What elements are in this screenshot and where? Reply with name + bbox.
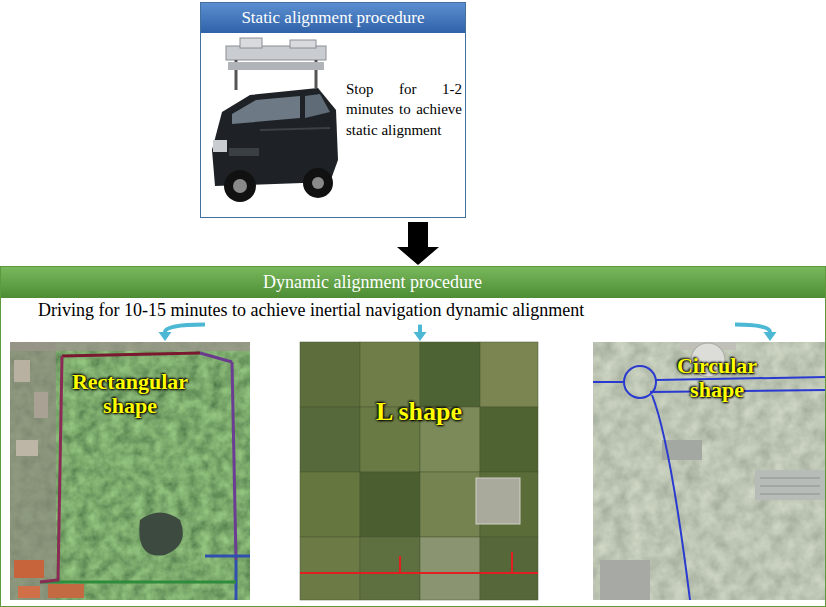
- panel-heading: Dynamic alignment procedure: [1, 267, 825, 298]
- vehicle-photo: [212, 38, 338, 202]
- rectangle-route-map-part: [10, 342, 56, 600]
- panel-heading: Static alignment procedure: [201, 3, 465, 33]
- rectangle-route-map-part: [139, 513, 183, 556]
- l-route-map-part: [420, 472, 480, 537]
- vehicle-photo-part: [305, 94, 330, 118]
- circle-route-map-part: [624, 366, 656, 398]
- procedure-panel: Static alignment procedureStop for 1-2 m…: [200, 2, 466, 218]
- block-arrow: [397, 222, 439, 265]
- vehicle-photo-part: [232, 96, 300, 124]
- rectangle-route-map-part: [18, 586, 40, 598]
- connector: [414, 325, 427, 341]
- rectangle-route-map-part: [14, 560, 44, 578]
- circle-route-map-part: [593, 342, 826, 600]
- l-route-map-part: [480, 407, 538, 472]
- l-route-map-part: [480, 537, 538, 600]
- map-image: Circular shape: [593, 342, 825, 600]
- connector: [397, 222, 439, 265]
- panel-description: Driving for 10-15 minutes to achieve ine…: [38, 300, 584, 322]
- l-route-map-part: [300, 407, 360, 472]
- l-route-map-part: [300, 537, 360, 600]
- rectangle-route-map-part: [10, 342, 250, 351]
- rectangle-route-map: [10, 342, 250, 600]
- l-route-map: [300, 342, 538, 600]
- connector: [159, 325, 206, 341]
- vehicle-photo-part: [303, 168, 333, 198]
- vehicle-photo-part: [240, 38, 262, 48]
- l-route-map-part: [300, 342, 360, 407]
- curved-arrow-line: [735, 325, 770, 332]
- vehicle-photo-part: [224, 170, 256, 202]
- circle-route-map-part: [652, 395, 690, 600]
- l-route-map-part: [360, 472, 420, 537]
- circle-route-map: [593, 342, 826, 600]
- map-label: Rectangular shape: [55, 370, 205, 418]
- l-route-map-part: [300, 472, 360, 537]
- vehicle-photo-part: [229, 148, 259, 156]
- rectangle-route-map-part: [205, 556, 250, 600]
- map-image: L shape: [300, 342, 538, 600]
- curved-arrow-line: [165, 325, 205, 332]
- rectangle-route-map-part: [10, 342, 250, 600]
- arrow-head: [764, 332, 777, 341]
- circle-route-map-part: [760, 478, 820, 494]
- rectangle-route-map-part: [34, 392, 48, 418]
- l-route-map-part: [476, 478, 520, 524]
- map-image: Rectangular shape: [10, 342, 250, 600]
- rectangle-route-map-part: [48, 584, 84, 598]
- l-route-map-part: [300, 552, 538, 573]
- vehicle-photo-part: [228, 62, 324, 70]
- vehicle-photo-part: [312, 177, 324, 189]
- circle-route-map-part: [600, 560, 650, 600]
- rectangle-route-map-part: [14, 360, 30, 382]
- vehicle-photo-part: [260, 128, 330, 130]
- l-route-map-part: [360, 537, 420, 600]
- panel-description: Stop for 1-2 minutes to achieve static a…: [346, 79, 462, 140]
- l-route-map-part: [420, 537, 480, 600]
- rectangle-route-map-part: [62, 353, 200, 356]
- rectangle-route-map-part: [40, 356, 62, 582]
- vehicle-photo-part: [213, 140, 227, 152]
- rectangle-route-map-part: [232, 362, 236, 560]
- curved-arrow-line: [418, 325, 422, 332]
- vehicle-photo-part: [233, 179, 247, 193]
- vehicle-photo-part: [290, 40, 316, 48]
- l-route-map-part: [480, 342, 538, 407]
- rectangle-route-map-part: [16, 440, 38, 456]
- rectangle-route-map-part: [40, 581, 236, 584]
- map-label: Circular shape: [661, 354, 773, 402]
- arrow-head: [159, 332, 172, 341]
- procedure-panel: Dynamic alignment procedureDriving for 1…: [0, 266, 826, 607]
- connector: [735, 325, 777, 341]
- rectangle-route-map-part: [200, 353, 232, 362]
- arrow-head: [414, 332, 427, 341]
- map-label: L shape: [300, 398, 538, 427]
- circle-route-map-part: [755, 470, 826, 500]
